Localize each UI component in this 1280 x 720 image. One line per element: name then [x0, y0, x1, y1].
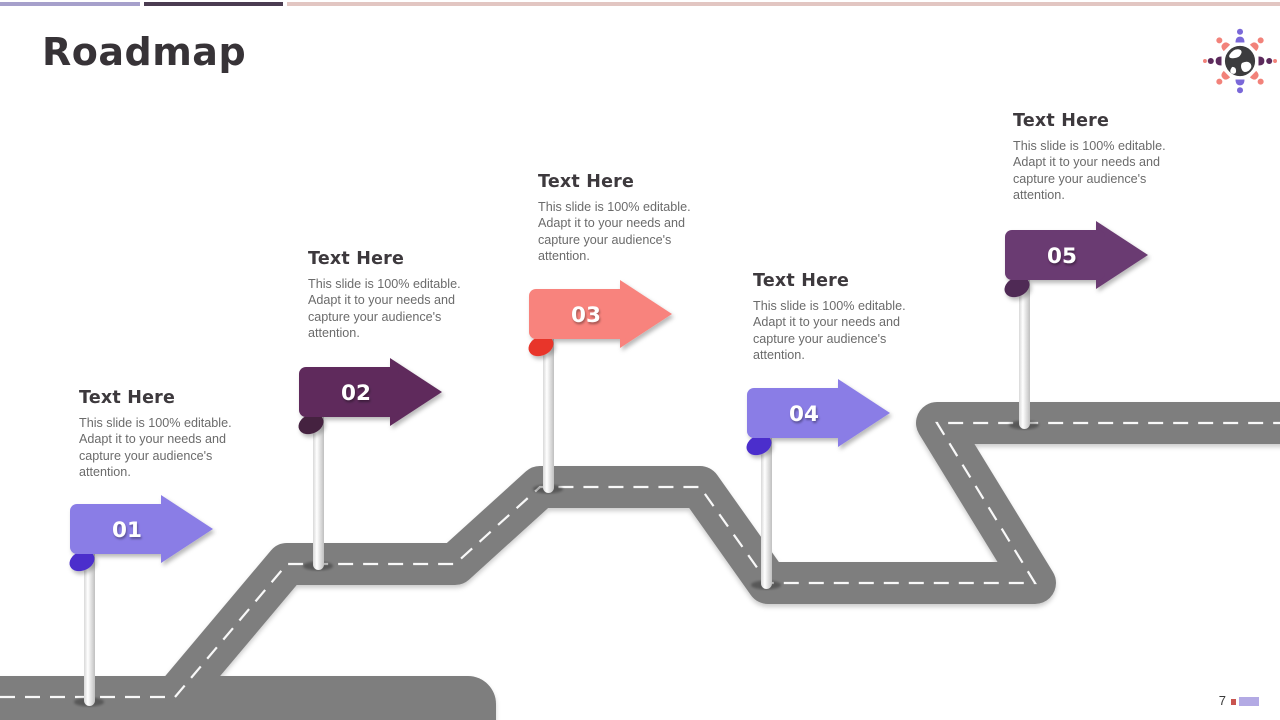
- milestone-sign-03: 03: [528, 280, 672, 494]
- top-bar-segment-middle: [144, 2, 283, 6]
- milestone-body: This slide is 100% editable. Adapt it to…: [1013, 139, 1166, 203]
- milestone-body: This slide is 100% editable. Adapt it to…: [79, 416, 232, 480]
- sign-arrowhead: [390, 358, 442, 426]
- milestone-body: This slide is 100% editable. Adapt it to…: [308, 277, 461, 341]
- sign-pole: [543, 333, 554, 493]
- sign-number: 02: [341, 381, 371, 406]
- person-icon: [1249, 37, 1264, 52]
- milestone-body: This slide is 100% editable. Adapt it to…: [753, 299, 906, 363]
- sign-arrowhead: [161, 495, 213, 563]
- globe-icon: [1224, 45, 1256, 77]
- sign-pole: [84, 548, 95, 706]
- sign-fold: [528, 335, 554, 357]
- sign-band: [70, 504, 170, 554]
- milestone-body: This slide is 100% editable. Adapt it to…: [538, 200, 691, 264]
- milestone-sign-04: 04: [746, 379, 890, 590]
- sign-arrowhead: [620, 280, 672, 348]
- sign-fold: [746, 434, 772, 456]
- sign-fold: [298, 413, 324, 435]
- milestone-sign-02: 02: [298, 358, 442, 571]
- logo-people: [1203, 28, 1277, 94]
- road-centerline: [0, 421, 1280, 699]
- person-icon: [1235, 79, 1245, 94]
- footer-accent-bar: [1239, 697, 1259, 706]
- person-icon: [1235, 28, 1245, 43]
- road: [0, 402, 1280, 720]
- sign-number: 01: [112, 518, 142, 543]
- top-bar-segment-left: [0, 2, 140, 6]
- sign-number: 04: [789, 402, 819, 427]
- milestone-heading: Text Here: [1013, 111, 1110, 131]
- milestone-heading: Text Here: [753, 271, 850, 291]
- sign-arrowhead: [1096, 221, 1148, 289]
- milestone-text-3: Text Here This slide is 100% editable. A…: [538, 172, 708, 265]
- sign-number: 05: [1047, 244, 1077, 269]
- person-icon: [1216, 70, 1231, 85]
- person-icon: [1216, 37, 1231, 52]
- sign-pole: [761, 432, 772, 589]
- milestone-heading: Text Here: [538, 172, 635, 192]
- person-icon: [1258, 56, 1277, 66]
- milestone-text-1: Text Here This slide is 100% editable. A…: [79, 388, 249, 481]
- sign-band: [299, 367, 399, 417]
- page-number: 7: [1218, 693, 1226, 708]
- sign-fold: [69, 550, 95, 572]
- road-footing: [0, 676, 496, 720]
- milestone-text-2: Text Here This slide is 100% editable. A…: [308, 249, 478, 342]
- sign-band: [1005, 230, 1105, 280]
- sign-pole: [1019, 274, 1030, 429]
- person-icon: [1203, 56, 1222, 66]
- sign-pole: [313, 411, 324, 570]
- sign-band: [529, 289, 629, 339]
- sign-number: 03: [571, 303, 601, 328]
- page-title: Roadmap: [42, 30, 247, 74]
- milestone-heading: Text Here: [308, 249, 405, 269]
- milestone-heading: Text Here: [79, 388, 176, 408]
- milestone-text-5: Text Here This slide is 100% editable. A…: [1013, 111, 1183, 204]
- globe-people-logo: [1203, 28, 1277, 94]
- top-bar-segment-right: [287, 2, 1280, 6]
- sign-fold: [1004, 276, 1030, 298]
- footer-accent-square: [1231, 699, 1236, 705]
- sign-band: [747, 388, 847, 438]
- milestone-sign-05: 05: [1004, 221, 1148, 430]
- person-icon: [1249, 70, 1264, 85]
- milestone-text-4: Text Here This slide is 100% editable. A…: [753, 271, 923, 364]
- sign-arrowhead: [838, 379, 890, 447]
- milestone-sign-01: 01: [69, 495, 213, 707]
